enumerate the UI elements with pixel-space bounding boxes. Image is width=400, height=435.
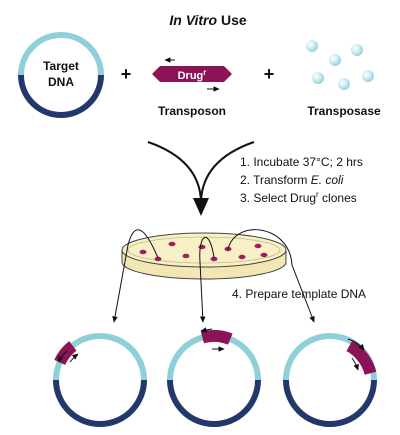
target-dna-plasmid: Target DNA	[18, 32, 104, 118]
step-4: 4. Prepare template DNA	[232, 287, 366, 301]
merge-line-right	[200, 141, 255, 203]
merge-line-left	[147, 141, 202, 203]
recombinant-plasmid-3	[283, 333, 377, 427]
recombinant-plasmid-1	[53, 333, 147, 427]
insert-orientation-arrow	[200, 327, 213, 333]
colony	[139, 249, 147, 255]
step-3: 3. Select Drugr clones	[240, 190, 357, 205]
dna-dark-strand	[283, 379, 377, 427]
dish-top	[121, 232, 287, 268]
colony	[260, 252, 268, 258]
dna-light-strand	[167, 333, 261, 381]
plus-sign-1: +	[121, 64, 132, 84]
colony	[254, 243, 262, 249]
transposon-bar	[152, 66, 232, 82]
dna-dark-strand	[53, 379, 147, 427]
colony	[168, 241, 176, 247]
colony	[154, 256, 162, 262]
transposase-label: Transposase	[307, 104, 381, 118]
diagram-title: In Vitro Use	[169, 12, 246, 28]
pick-arrow-right	[227, 229, 315, 323]
dna-light-strand	[18, 32, 104, 76]
enzyme-bead	[329, 54, 341, 66]
insert-orientation-arrow	[58, 350, 68, 363]
dna-dark-strand	[18, 74, 104, 118]
colony	[238, 254, 246, 260]
pick-arrow-middle	[199, 236, 215, 323]
procedure-steps: 1. Incubate 37°C; 2 hrs 2. Transform E. …	[240, 155, 363, 205]
merge-arrowhead	[193, 198, 209, 216]
drug-resistance-marker: Drugr	[178, 68, 207, 82]
picking-arrows	[112, 229, 315, 323]
transposon-label: Transposon	[158, 104, 226, 118]
enzyme-bead	[362, 70, 374, 82]
insert-orientation-arrow	[69, 353, 79, 363]
inserted-transposon	[346, 340, 377, 375]
enzyme-bead	[306, 40, 318, 52]
step-2: 2. Transform E. coli	[240, 173, 344, 187]
insert-orientation-arrow	[351, 357, 359, 371]
plus-sign-2: +	[264, 64, 275, 84]
transposase-enzyme: Transposase	[306, 40, 381, 118]
colony	[198, 244, 206, 250]
inserted-transposon	[200, 329, 233, 345]
step-1: 1. Incubate 37°C; 2 hrs	[240, 155, 363, 169]
enzyme-bead	[338, 78, 350, 90]
dna-dark-strand	[167, 379, 261, 427]
target-dna-label-line1: Target	[43, 59, 79, 73]
dish-rim	[127, 236, 281, 264]
target-dna-label-line2: DNA	[48, 75, 74, 89]
pick-arrow-left	[112, 229, 159, 323]
recombinant-plasmid-2	[167, 327, 261, 427]
enzyme-bead	[312, 72, 324, 84]
insert-orientation-arrow	[347, 338, 365, 351]
colonies	[139, 241, 268, 262]
enzyme-bead	[351, 44, 363, 56]
merge-arrows	[147, 141, 255, 203]
colony	[182, 253, 190, 259]
inserted-transposon	[54, 341, 77, 366]
petri-dish	[121, 232, 287, 280]
transposon: Drugr Transposon	[152, 57, 232, 118]
colony	[210, 256, 218, 262]
